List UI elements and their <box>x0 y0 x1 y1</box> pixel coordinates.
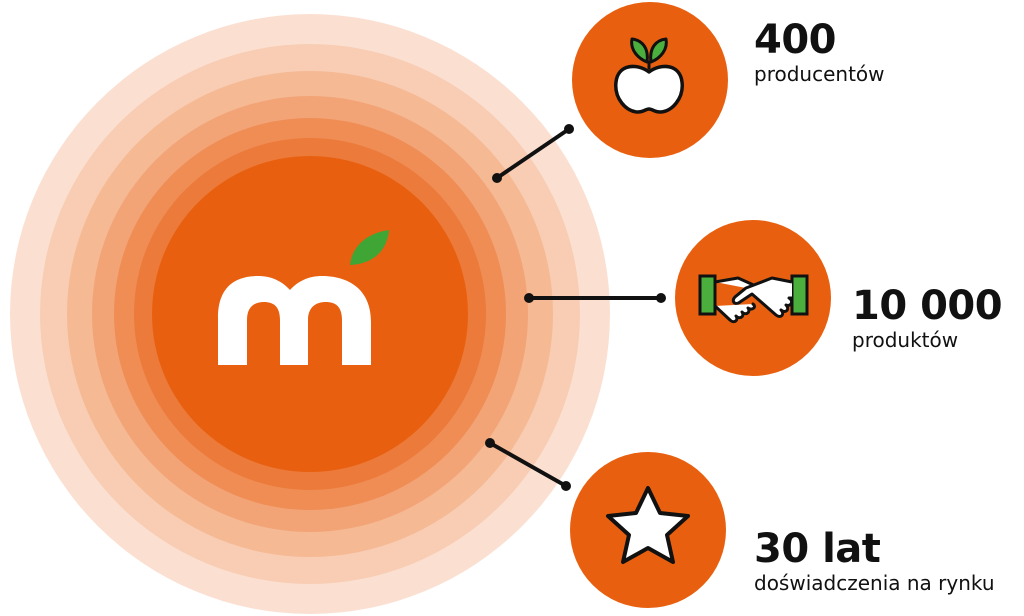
apple-icon <box>614 37 684 114</box>
connector-dot-2b <box>656 293 666 303</box>
logo-circle <box>152 156 468 472</box>
handshake-icon <box>698 274 809 324</box>
logo-letter-m <box>218 276 371 365</box>
connector-dot-3a <box>485 438 495 448</box>
stat-value: 30 lat <box>754 526 881 572</box>
stat-experience: 30 lat doświadczenia na rynku <box>754 527 995 595</box>
concentric-rings <box>10 14 610 614</box>
leaf-icon <box>350 230 389 265</box>
stat-label: producentów <box>754 62 885 86</box>
stat-value: 400 <box>754 17 836 63</box>
connector-dot-1b <box>564 124 574 134</box>
connector-line-3 <box>489 441 567 488</box>
connector-dot-3b <box>561 481 571 491</box>
stat-label: doświadczenia na rynku <box>754 571 995 595</box>
stat-circle-products <box>675 220 831 376</box>
stat-label: produktów <box>852 328 959 352</box>
stat-products: 10 000 produktów <box>852 283 1003 352</box>
star-icon <box>606 486 690 564</box>
connector-line-1 <box>495 127 571 180</box>
connectors <box>485 124 666 491</box>
logo <box>218 230 389 365</box>
stat-value: 10 000 <box>852 283 1003 329</box>
stat-producers: 400 producentów <box>754 18 885 86</box>
connector-dot-2a <box>524 293 534 303</box>
connector-dot-1a <box>492 173 502 183</box>
